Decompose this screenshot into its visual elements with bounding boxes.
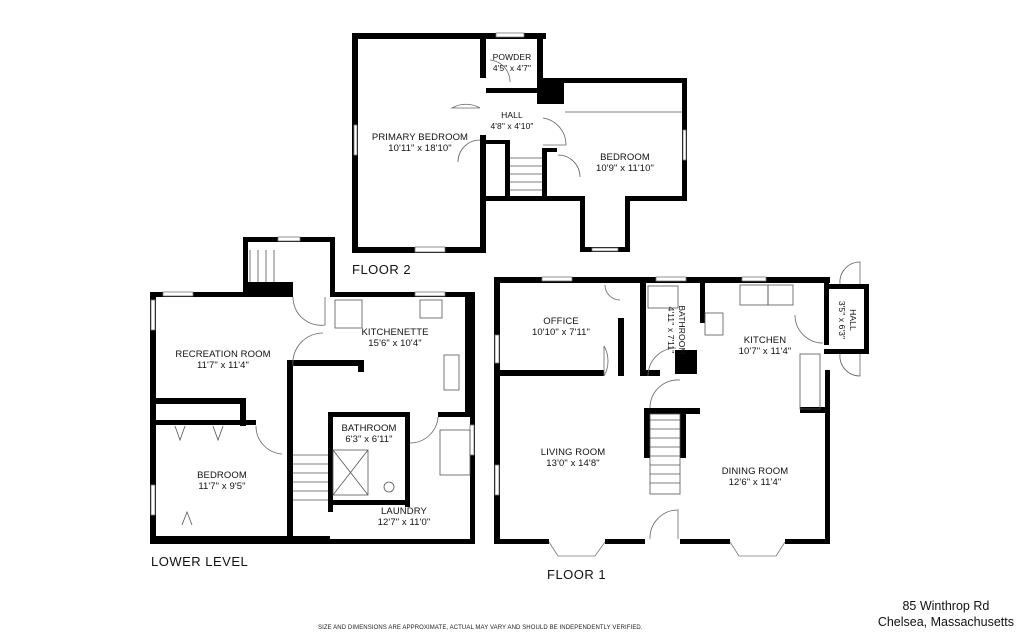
- room-dimensions: 11'7" x 11'4": [197, 360, 249, 371]
- room-dimensions: 12'6" x 11'4": [728, 477, 782, 488]
- room-office: OFFICE 10'10" x 7'11": [516, 316, 606, 338]
- lower-level-title: LOWER LEVEL: [151, 554, 249, 569]
- room-dimensions: 6'3" x 6'11": [345, 434, 393, 445]
- room-name: PRIMARY BEDROOM: [371, 132, 469, 143]
- room-dining-room: DINING ROOM 12'6" x 11'4": [710, 466, 800, 488]
- floor2-title: FLOOR 2: [352, 262, 412, 277]
- room-kitchenette: KITCHENETTE 15'6" x 10'4": [355, 327, 435, 349]
- room-name: LIVING ROOM: [540, 447, 606, 458]
- room-name: BEDROOM: [600, 152, 650, 163]
- room-dimensions: 4'8" x 4'10": [490, 121, 534, 131]
- room-hall-floor1: HALL 3'5" x 6'3": [836, 290, 858, 350]
- room-dimensions: 11'7" x 9'5": [198, 481, 246, 492]
- room-dimensions: 10'11" x 18'10": [388, 143, 452, 154]
- address-city: Chelsea, Massachusetts: [877, 615, 1014, 629]
- room-name: KITCHENETTE: [361, 327, 429, 338]
- floor1-plan: [494, 261, 869, 557]
- room-primary-bedroom: PRIMARY BEDROOM 10'11" x 18'10": [365, 132, 475, 154]
- room-dimensions: 3'5" x 6'3": [837, 300, 847, 340]
- room-name: HALL: [501, 110, 523, 120]
- room-powder: POWDER 4'5" x 4'7": [484, 52, 540, 74]
- room-living-room: LIVING ROOM 13'0" x 14'8": [528, 447, 618, 469]
- room-bedroom-lower: BEDROOM 11'7" x 9'5": [172, 470, 272, 492]
- room-bathroom-floor1: BATHROOM 4'11" x 7'11": [665, 295, 687, 365]
- room-name: OFFICE: [543, 316, 579, 327]
- room-bedroom-floor2: BEDROOM 10'9" x 11'10": [585, 152, 665, 174]
- room-name: BATHROOM: [677, 305, 687, 355]
- room-dimensions: 12'7" x 11'0": [377, 517, 431, 528]
- room-dimensions: 4'11" x 7'11": [666, 306, 676, 354]
- room-dimensions: 10'9" x 11'10": [595, 163, 655, 174]
- room-dimensions: 10'7" x 11'4": [738, 346, 792, 357]
- room-name: KITCHEN: [743, 335, 787, 346]
- room-dimensions: 13'0" x 14'8": [546, 458, 600, 469]
- room-name: LAUNDRY: [381, 506, 427, 517]
- room-dimensions: 15'6" x 10'4": [368, 338, 422, 349]
- property-address: 85 Winthrop Rd Chelsea, Massachusetts: [878, 598, 1014, 630]
- floor2-plan: [352, 32, 687, 253]
- room-name: DINING ROOM: [721, 466, 789, 477]
- room-name: BEDROOM: [197, 470, 247, 481]
- room-name: BATHROOM: [341, 423, 397, 434]
- room-name: RECREATION ROOM: [175, 349, 271, 360]
- room-recreation-room: RECREATION ROOM 11'7" x 11'4": [168, 349, 278, 371]
- address-street: 85 Winthrop Rd: [902, 599, 990, 613]
- disclaimer-text: SIZE AND DIMENSIONS ARE APPROXIMATE, ACT…: [318, 625, 643, 631]
- room-hall-floor2: HALL 4'8" x 4'10": [484, 110, 540, 132]
- room-name: HALL: [848, 309, 858, 331]
- room-name: POWDER: [492, 52, 532, 62]
- lower-level-plan: [150, 236, 475, 544]
- room-bathroom-lower: BATHROOM 6'3" x 6'11": [334, 423, 404, 445]
- room-kitchen: KITCHEN 10'7" x 11'4": [725, 335, 805, 357]
- floor1-title: FLOOR 1: [547, 567, 607, 582]
- room-laundry: LAUNDRY 12'7" x 11'0": [364, 506, 444, 528]
- room-dimensions: 4'5" x 4'7": [492, 63, 532, 73]
- room-dimensions: 10'10" x 7'11": [531, 327, 591, 338]
